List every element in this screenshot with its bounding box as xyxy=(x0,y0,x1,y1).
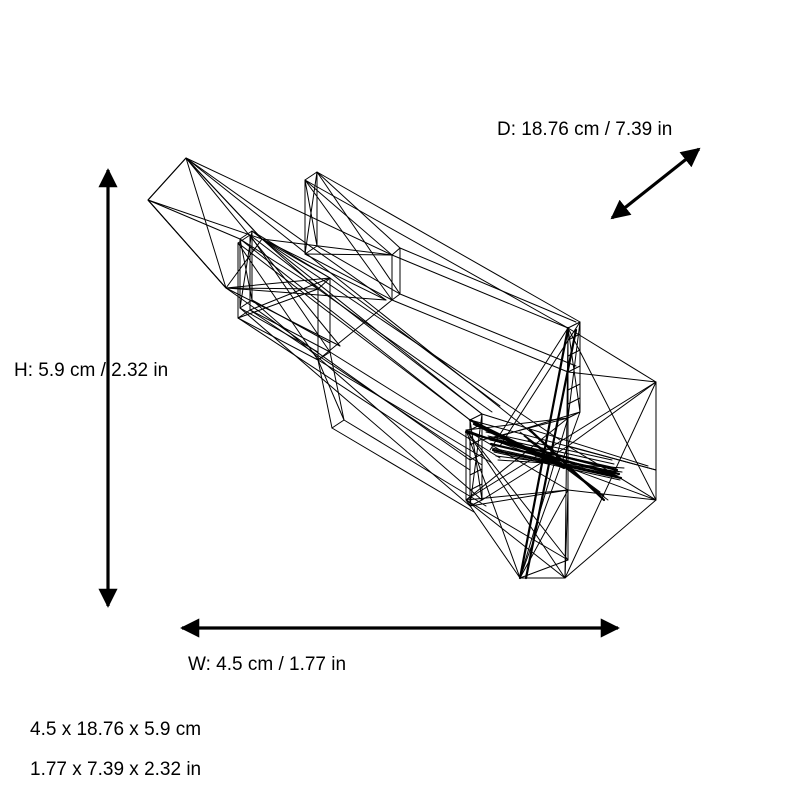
depth-dimension-label: D: 18.76 cm / 7.39 in xyxy=(497,119,673,140)
wireframe-edges xyxy=(147,157,657,580)
width-dimension-label: W: 4.5 cm / 1.77 in xyxy=(188,654,347,675)
arrow-diagonal-icon xyxy=(610,147,701,220)
height-dimension-label: H: 5.9 cm / 2.32 in xyxy=(14,360,169,381)
summary-imperial: 1.77 x 7.39 x 2.32 in xyxy=(30,759,202,780)
summary-metric: 4.5 x 18.76 x 5.9 cm xyxy=(30,719,202,740)
